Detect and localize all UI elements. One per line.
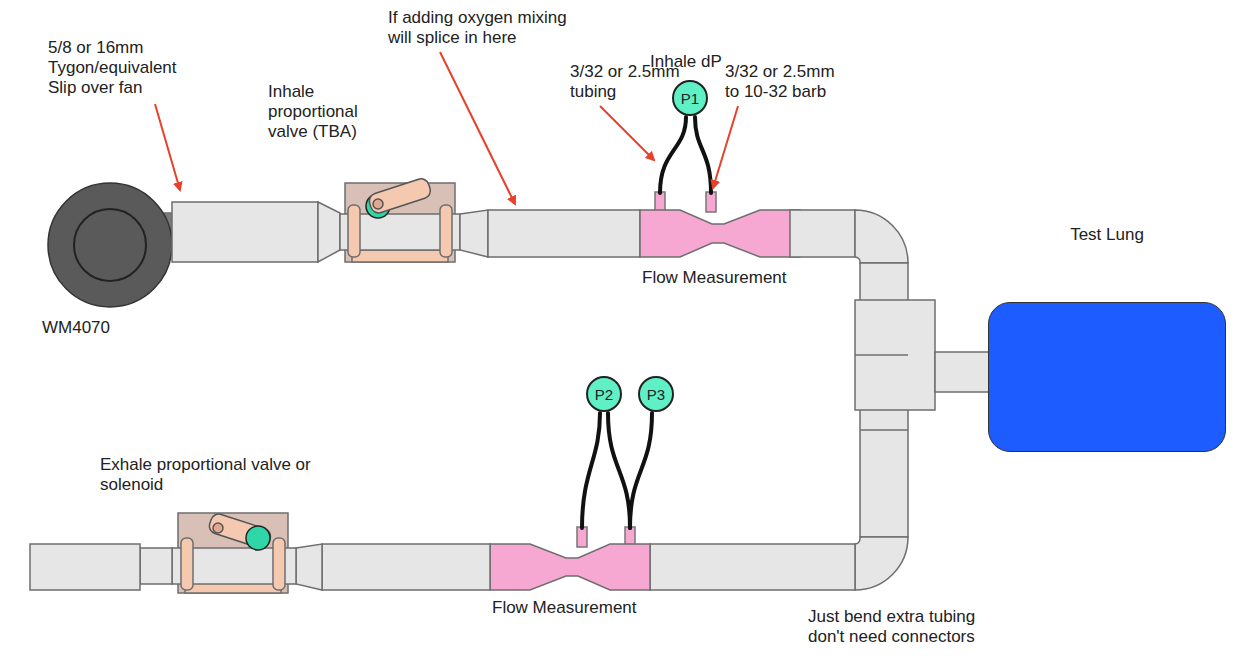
tygon-sleeve bbox=[172, 202, 318, 262]
pipe bbox=[650, 544, 855, 590]
leader-arrow bbox=[600, 106, 654, 160]
pipe-taper bbox=[460, 210, 488, 257]
valve-clamp bbox=[440, 205, 452, 257]
valve-clamp bbox=[273, 538, 285, 590]
valve-lever bbox=[207, 512, 272, 550]
pipe-taper bbox=[296, 544, 322, 590]
pipe bbox=[322, 544, 490, 590]
annotation-label: Flow Measurement bbox=[492, 598, 662, 618]
pipe-joint bbox=[860, 429, 908, 431]
pipe-elbow bbox=[855, 210, 908, 263]
annotation-label: Exhale proportional valve or solenoid bbox=[100, 455, 325, 495]
venturi bbox=[640, 210, 800, 257]
venturi bbox=[490, 544, 650, 590]
lung-shape bbox=[988, 302, 1226, 452]
gauge-label: P2 bbox=[595, 386, 613, 403]
leader-arrow bbox=[440, 52, 515, 204]
annotation-label: Flow Measurement bbox=[642, 268, 812, 288]
pressure-gauge: P2 bbox=[586, 376, 622, 412]
pipe-taper bbox=[140, 548, 172, 584]
annotation-label: 3/32 or 2.5mm to 10-32 barb bbox=[725, 62, 850, 102]
annotation-label: 5/8 or 16mm Tygon/equivalent Slip over f… bbox=[48, 38, 183, 98]
sense-tube bbox=[608, 413, 630, 528]
pressure-gauge: P3 bbox=[638, 376, 674, 412]
pipe bbox=[935, 352, 990, 392]
fan-housing bbox=[48, 183, 172, 307]
annotation-label: Inhale proportional valve (TBA) bbox=[268, 82, 378, 142]
pressure-gauge: P1 bbox=[672, 80, 708, 116]
test-lung: Test Lung bbox=[988, 225, 1226, 453]
valve-pivot bbox=[213, 523, 223, 533]
pipe bbox=[488, 210, 640, 257]
annotation-label: WM4070 bbox=[42, 318, 142, 338]
lung-heading: Test Lung bbox=[988, 225, 1226, 245]
pipe bbox=[30, 544, 140, 590]
valve-lever bbox=[367, 177, 432, 215]
pipe-joint bbox=[855, 354, 908, 356]
sense-tube bbox=[630, 413, 652, 528]
pipe-elbow bbox=[855, 537, 908, 590]
leader-arrow bbox=[155, 104, 180, 190]
sense-tube bbox=[660, 117, 686, 193]
tee-connector bbox=[855, 300, 935, 410]
valve-clamp bbox=[348, 205, 360, 257]
sense-tube bbox=[695, 117, 711, 193]
valve-pivot bbox=[373, 199, 383, 209]
pipe-taper bbox=[318, 202, 340, 262]
valve-knob bbox=[246, 526, 270, 550]
leader-arrow bbox=[713, 106, 738, 188]
annotation-label: If adding oxygen mixing will splice in h… bbox=[388, 8, 588, 48]
annotation-label: Just bend extra tubing don't need connec… bbox=[808, 607, 1003, 647]
valve-plate bbox=[352, 250, 448, 262]
gauge-label: P3 bbox=[647, 386, 665, 403]
sense-tube bbox=[582, 413, 600, 528]
valve-clamp bbox=[181, 538, 193, 590]
fan-hub bbox=[74, 209, 146, 281]
gauge-label: P1 bbox=[681, 90, 699, 107]
pipe bbox=[790, 210, 855, 257]
